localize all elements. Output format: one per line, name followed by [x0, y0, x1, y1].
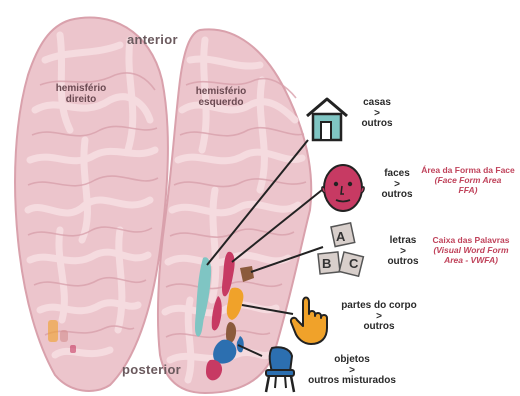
- right-hemisphere-line2: direito: [52, 95, 110, 106]
- posterior-label: posterior: [122, 363, 181, 377]
- category-body-parts: partes do corpo > outros: [333, 301, 425, 333]
- house-icon: [307, 99, 347, 140]
- vwfa-label-line3: Area - VWFA): [444, 255, 498, 265]
- face-icon: [322, 165, 364, 211]
- category-faces: faces > outros: [375, 169, 419, 201]
- category-faces-other: outros: [375, 190, 419, 201]
- vwfa-label: Caixa das Palavras (Visual Word Form Are…: [426, 236, 516, 265]
- category-letters-other: outros: [381, 257, 425, 268]
- left-hemisphere-line1: hemisfério: [190, 87, 252, 98]
- left-hemisphere-label: hemisfério esquerdo: [190, 87, 252, 108]
- category-objects-other: outros misturados: [298, 376, 406, 387]
- ffa-label: Área da Forma da Face (Face Form Area FF…: [418, 166, 518, 195]
- category-houses-other: outros: [355, 119, 399, 130]
- vwfa-label-line2: (Visual Word Form: [433, 245, 508, 255]
- block-letter-a: A: [336, 230, 345, 244]
- category-letters-name: letras: [381, 236, 425, 247]
- category-objects: objetos > outros misturados: [298, 355, 406, 387]
- chair-icon: [266, 347, 294, 392]
- right-hemisphere-line1: hemisfério: [52, 84, 110, 95]
- anterior-label: anterior: [127, 33, 178, 47]
- ffa-label-line2: (Face Form Area: [435, 175, 502, 185]
- category-houses: casas > outros: [355, 98, 399, 130]
- left-hemisphere-line2: esquerdo: [190, 98, 252, 109]
- block-letter-b: B: [322, 257, 331, 271]
- category-faces-name: faces: [375, 169, 419, 180]
- category-body-parts-other: outros: [333, 322, 425, 333]
- category-objects-name: objetos: [298, 355, 406, 366]
- category-letters: letras > outros: [381, 236, 425, 268]
- category-houses-name: casas: [355, 98, 399, 109]
- right-hemisphere: [15, 18, 168, 391]
- category-body-parts-name: partes do corpo: [333, 301, 425, 312]
- block-letter-c: C: [349, 257, 358, 271]
- right-hemisphere-label: hemisfério direito: [52, 84, 110, 105]
- ffa-label-line3: FFA): [459, 185, 478, 195]
- hand-icon: [291, 298, 327, 345]
